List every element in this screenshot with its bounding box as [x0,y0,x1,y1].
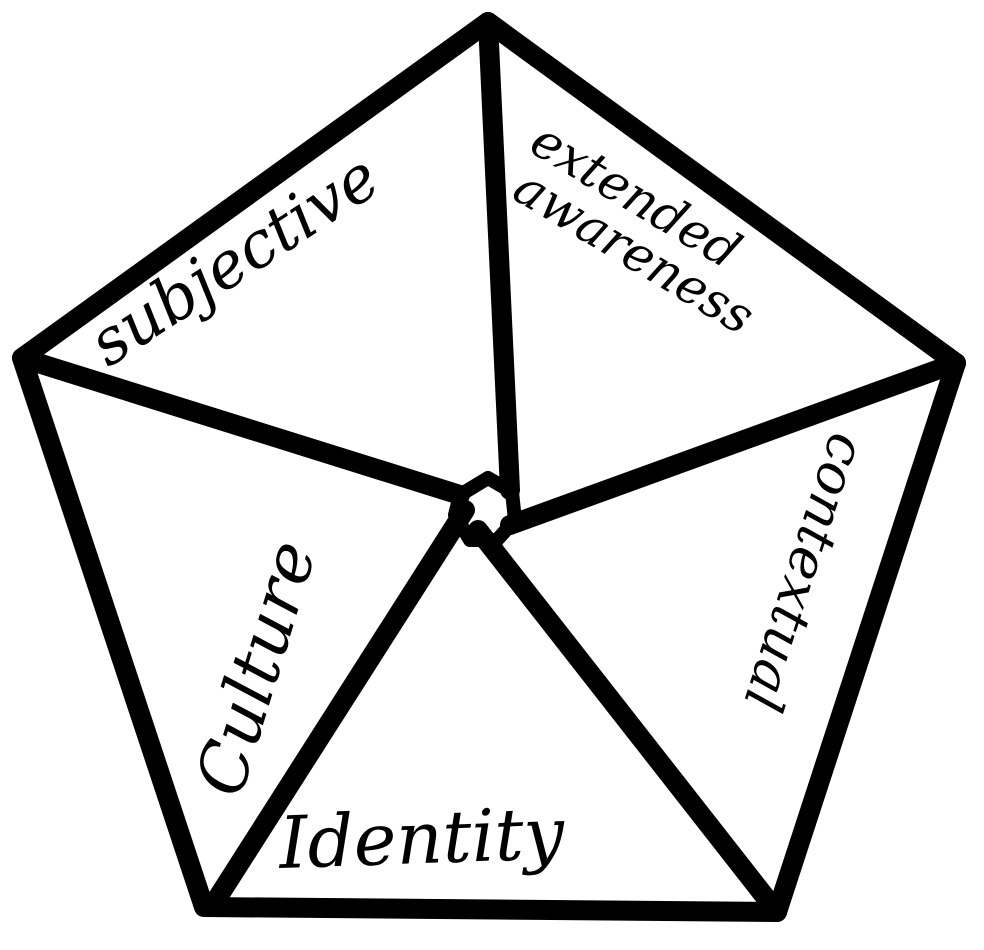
label-subjective: subjective [76,140,392,381]
spoke-upper-left [12,348,470,505]
spoke-top [478,12,520,500]
label-identity: Identity [276,791,567,885]
spoke-upper-right [500,353,966,535]
outer-pentagon-outline [12,12,966,922]
spoke-lower-left [203,500,475,915]
spoke-lower-right [468,520,787,922]
center-knot [448,471,522,547]
